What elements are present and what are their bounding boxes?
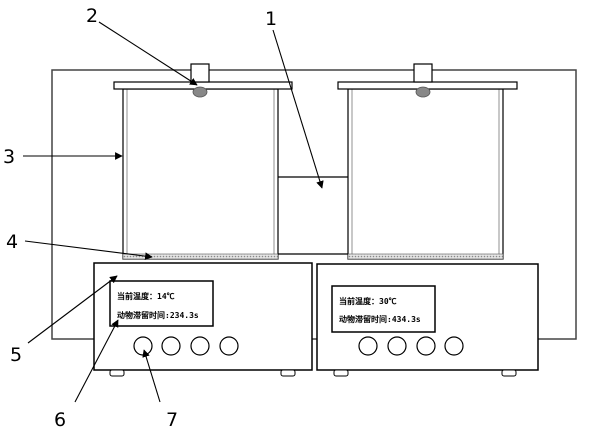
left-foot-1 [109,369,125,377]
callout-6: 6 [54,409,66,431]
left-chamber [113,63,293,260]
right-floor [347,253,504,260]
connecting-passage [278,176,348,255]
leader-2 [98,21,198,86]
left-display-line1: 当前温度：14℃ [117,291,175,301]
right-foot-2 [501,369,517,377]
callout-leaders [23,21,324,403]
callout-4: 4 [6,231,18,253]
right-display-screen [331,285,436,333]
left-control-box: 当前温度：14℃ 动物滞留时间:234.3s [93,262,313,377]
left-floor [122,253,279,260]
leader-1 [272,29,324,189]
right-display-line1: 当前温度：30℃ [339,296,397,306]
leader-6 [74,319,119,403]
left-button-3[interactable] [190,336,210,356]
right-sensor-mount [413,63,433,83]
right-sensor [415,86,431,98]
right-button-4[interactable] [444,336,464,356]
callout-3: 3 [3,146,15,168]
left-button-2[interactable] [161,336,181,356]
right-button-2[interactable] [387,336,407,356]
right-foot-1 [333,369,349,377]
callout-2: 2 [86,5,98,27]
right-button-1[interactable] [358,336,378,356]
right-chamber [337,63,518,260]
left-sensor [192,86,208,98]
callout-1: 1 [265,8,277,30]
leader-7 [142,349,161,403]
left-foot-2 [280,369,296,377]
right-display-line2: 动物滞留时间:434.3s [339,314,421,324]
left-button-4[interactable] [219,336,239,356]
leader-5 [27,275,118,344]
right-button-3[interactable] [416,336,436,356]
left-sensor-mount [190,63,210,83]
callout-7: 7 [166,409,178,431]
left-display-screen [109,280,214,327]
right-control-box: 当前温度：30℃ 动物滞留时间:434.3s [316,263,539,377]
leader-4 [24,240,153,260]
left-button-1[interactable] [133,336,153,356]
outer-frame [51,69,577,340]
callout-5: 5 [10,344,22,366]
left-display-line2: 动物滞留时间:234.3s [117,310,199,320]
